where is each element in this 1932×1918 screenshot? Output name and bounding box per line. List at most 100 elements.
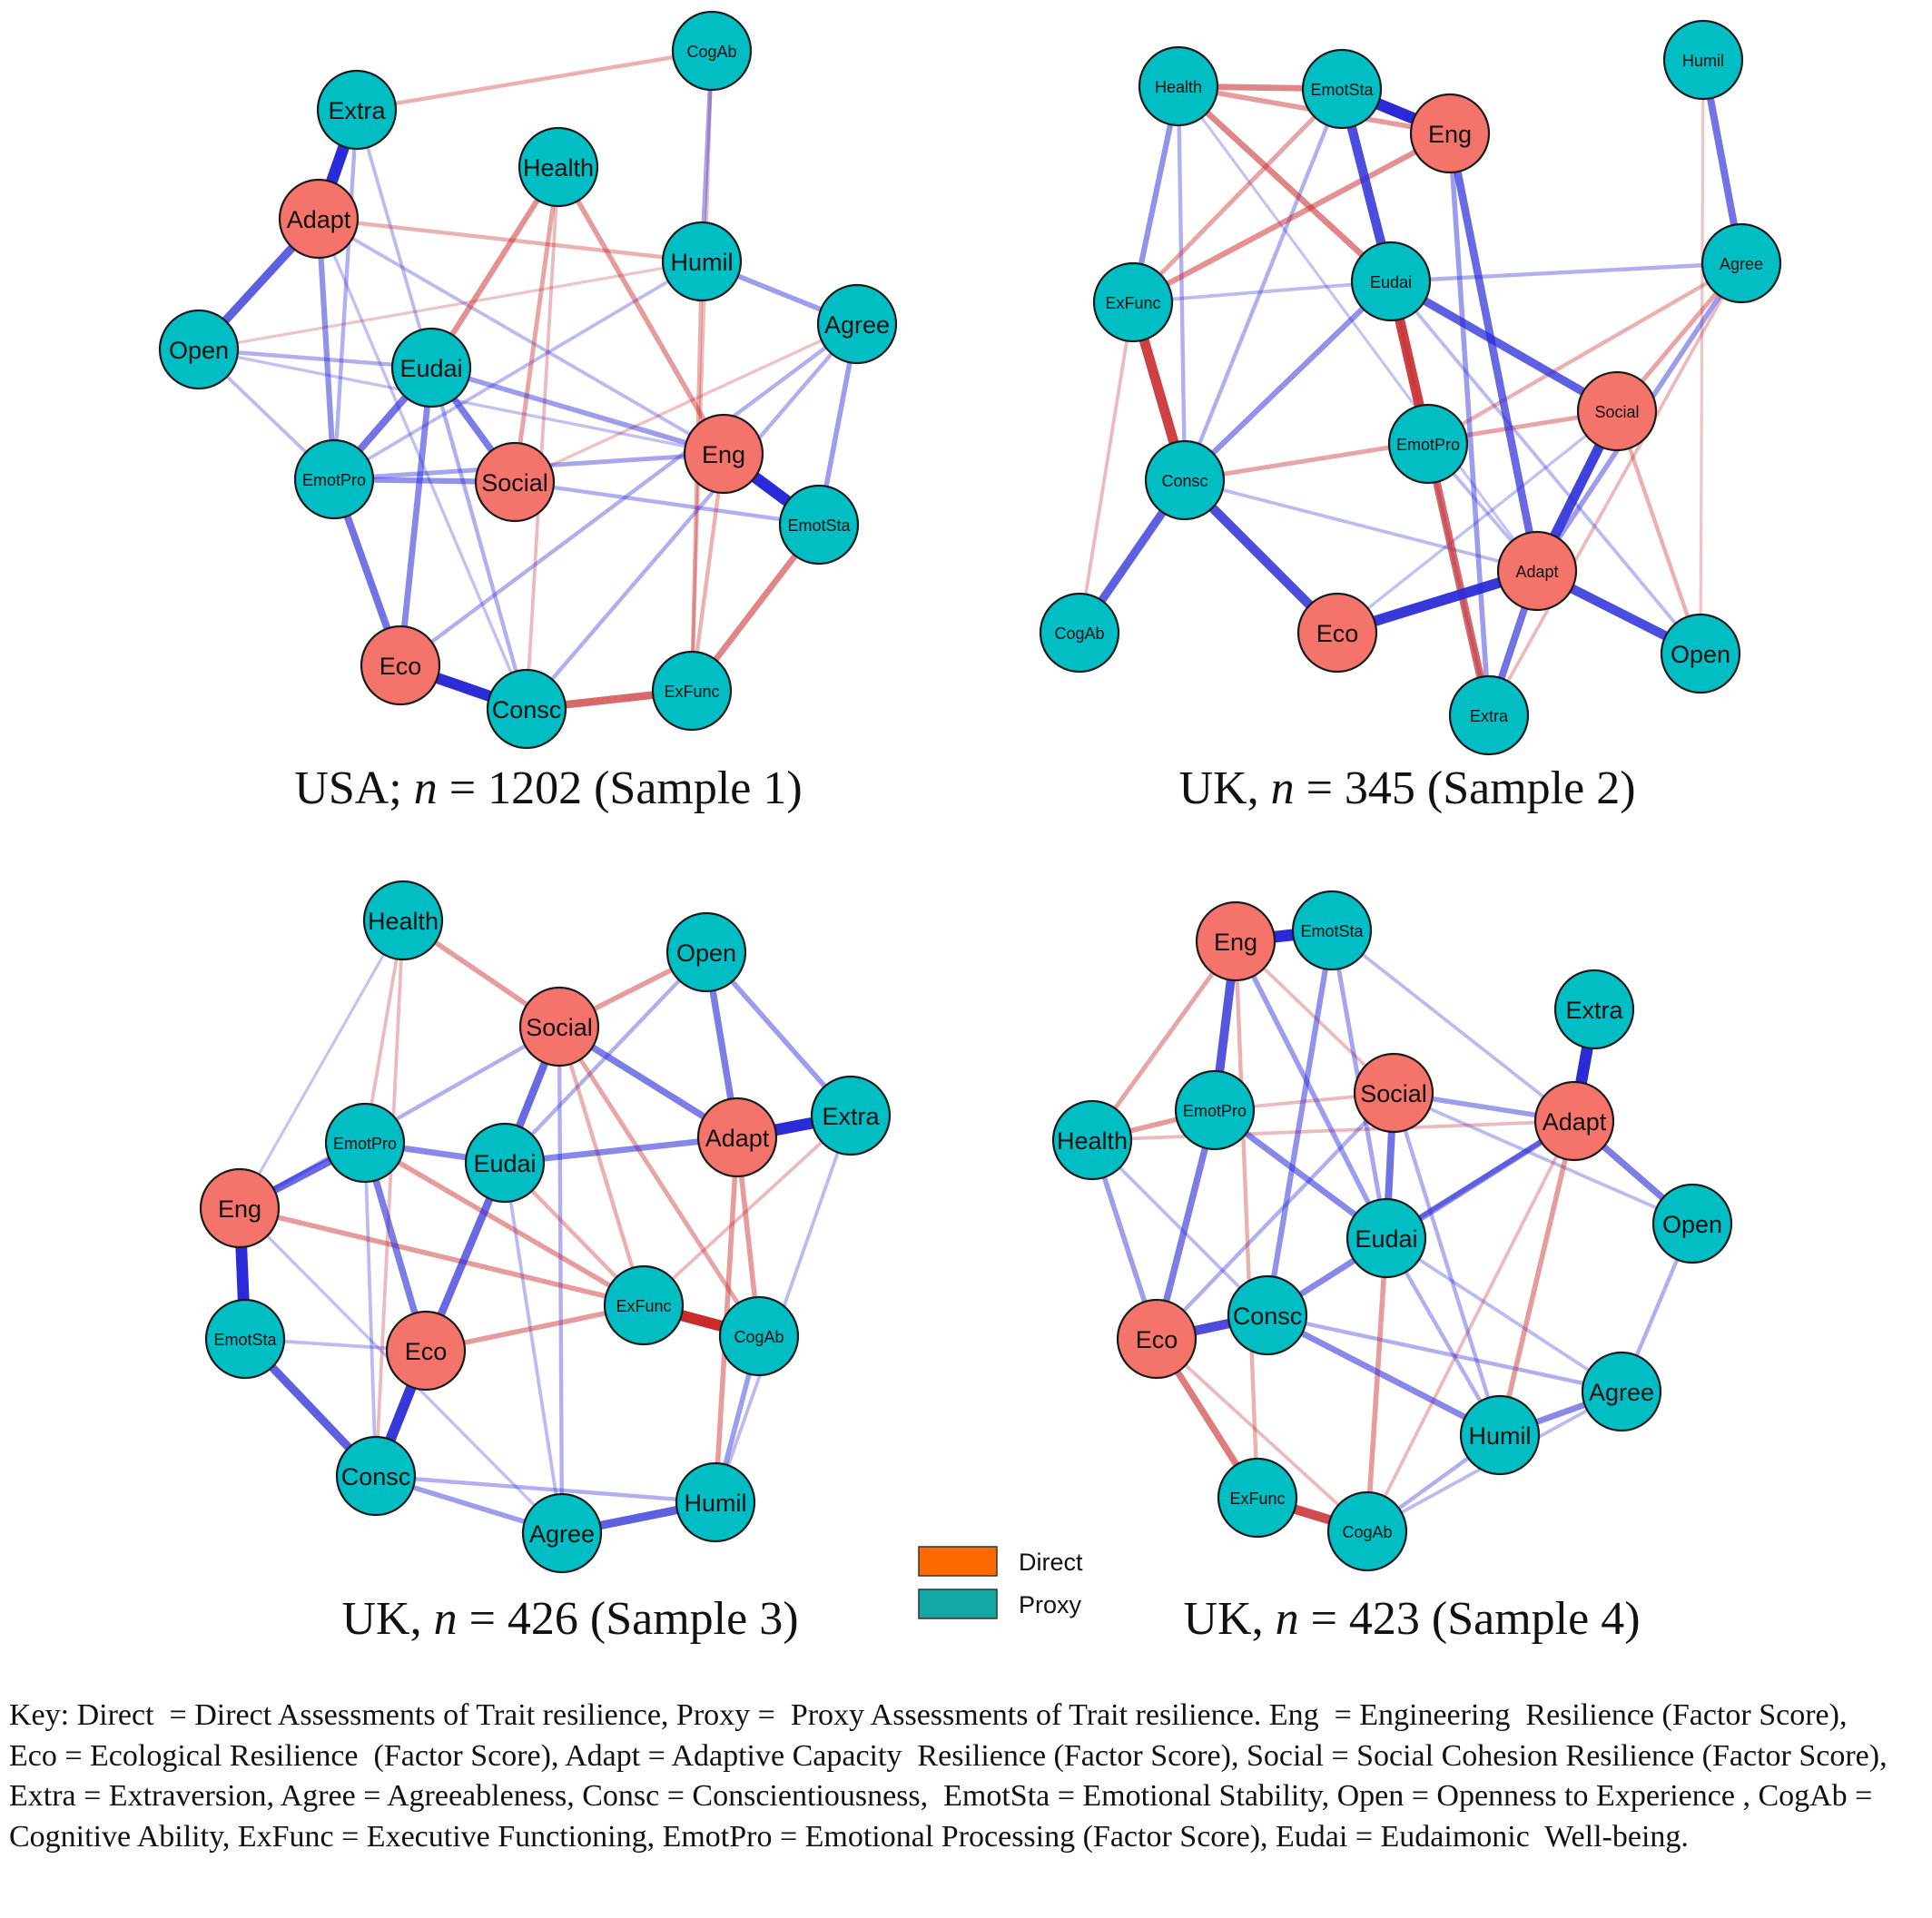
edge-eudai-agree <box>503 1161 564 1535</box>
node-health: Health <box>1051 1099 1133 1181</box>
legend-swatch-direct <box>918 1546 998 1577</box>
edge-health-adapt <box>1177 84 1539 573</box>
edge-consc-humil <box>1264 1312 1503 1439</box>
node-eudai: Eudai <box>390 327 472 408</box>
node-circle <box>1291 890 1373 971</box>
node-circle <box>1346 1197 1427 1279</box>
node-exfunc: ExFunc <box>1092 261 1174 343</box>
caption-suffix: = 426 (Sample 3) <box>458 1593 799 1645</box>
caption-prefix: UK, <box>1178 762 1270 814</box>
node-circle <box>1353 1052 1434 1134</box>
node-label: Eng <box>702 441 745 468</box>
node-label: EmotSta <box>1300 922 1364 940</box>
node-label: EmotSta <box>787 516 851 535</box>
node-label: Social <box>481 469 548 497</box>
node-label: CogAb <box>686 43 736 61</box>
node-circle <box>521 1492 603 1574</box>
node-label: Humil <box>1468 1422 1531 1450</box>
node-exfunc: ExFunc <box>651 650 733 732</box>
node-social: Social <box>1576 370 1658 452</box>
node-label: Agree <box>529 1520 595 1548</box>
network-panel-sample-1: CogAbExtraHealthAdaptHumilAgreeOpenEudai… <box>158 10 898 814</box>
node-label: Humil <box>684 1490 746 1517</box>
node-eng: Eng <box>199 1167 281 1249</box>
edge-eudai-agree <box>1388 261 1744 284</box>
node-eco: Eco <box>385 1310 467 1392</box>
node-circle <box>1144 439 1226 521</box>
edge-social-cogab <box>557 1024 762 1339</box>
node-cogab: CogAb <box>671 10 753 92</box>
node-circle <box>1301 48 1383 130</box>
node-circle <box>1296 592 1378 674</box>
edge-eco-agree <box>398 321 860 668</box>
node-circle <box>665 911 747 993</box>
edge-exfunc-eudai <box>1131 280 1393 304</box>
edge-health-eng <box>556 164 726 457</box>
edge-adapt-cogab <box>1365 1119 1576 1533</box>
node-circle <box>1227 1274 1308 1356</box>
edge-eudai-open <box>1389 280 1702 655</box>
node-emotpro: EmotPro <box>1174 1069 1256 1151</box>
node-circle <box>1660 613 1741 694</box>
edge-agree-extra <box>1487 261 1743 717</box>
node-label: ExFunc <box>664 683 719 701</box>
node-circle <box>360 625 441 706</box>
edge-agree-consc <box>524 321 860 712</box>
node-emotsta: EmotSta <box>1301 48 1383 130</box>
node-adapt: Adapt <box>1533 1080 1615 1162</box>
edge-emotsta-consc <box>1264 927 1336 1319</box>
edge-eco-social <box>1336 409 1619 634</box>
node-agree: Agree <box>816 283 898 365</box>
edge-adapt-emotpro <box>315 215 338 483</box>
node-label: Agree <box>1589 1379 1654 1406</box>
edge-eudai-eng <box>429 365 726 457</box>
caption-suffix: = 345 (Sample 2) <box>1295 762 1636 814</box>
node-circle <box>158 309 240 390</box>
node-label: Health <box>1155 78 1202 96</box>
node-circle <box>1350 241 1432 322</box>
node-social: Social <box>518 986 600 1067</box>
node-eco: Eco <box>1116 1298 1198 1380</box>
node-label: Open <box>1671 641 1730 668</box>
node-cogab: CogAb <box>718 1295 800 1377</box>
node-circle <box>778 484 860 566</box>
node-circle <box>464 1122 546 1204</box>
node-circle <box>199 1167 281 1249</box>
node-label: Adapt <box>1543 1108 1607 1136</box>
node-circle <box>390 327 472 408</box>
node-label: CogAb <box>1054 625 1104 643</box>
node-label: Eng <box>218 1195 261 1223</box>
edge-health-adapt <box>1090 1119 1576 1142</box>
edge-open-eng <box>197 348 725 456</box>
edge-eudai-social <box>1386 277 1622 416</box>
node-label: Adapt <box>287 206 351 233</box>
node-label: Open <box>676 939 736 967</box>
node-adapt: Adapt <box>696 1097 778 1178</box>
node-eng: Eng <box>1195 900 1276 982</box>
node-circle <box>651 650 733 732</box>
node-extra: Extra <box>1448 674 1530 756</box>
edge-health-consc <box>1090 1138 1269 1317</box>
node-social: Social <box>1353 1052 1434 1134</box>
node-circle <box>661 221 743 302</box>
edge-exfunc-eng <box>1129 130 1454 306</box>
edge-consc-eudai <box>1181 278 1395 484</box>
node-label: Health <box>1057 1127 1128 1155</box>
node-emotsta: EmotSta <box>204 1298 286 1380</box>
node-circle <box>1409 93 1491 174</box>
node-label: Extra <box>822 1103 880 1130</box>
node-label: Extra <box>328 97 386 124</box>
node-label: Eudai <box>473 1150 536 1177</box>
legend-swatch-proxy <box>918 1588 998 1619</box>
edge-consc-eudai <box>429 365 529 712</box>
edge-eng-extra <box>1447 131 1492 718</box>
node-label: CogAb <box>734 1328 784 1346</box>
node-label: Eco <box>380 653 422 680</box>
node-label: Agree <box>1720 255 1763 273</box>
caption-suffix: = 423 (Sample 4) <box>1299 1593 1641 1645</box>
node-label: Eco <box>1136 1326 1178 1353</box>
node-label: Eco <box>1316 620 1359 647</box>
node-label: ExFunc <box>1229 1490 1285 1508</box>
node-label: Social <box>1360 1080 1427 1107</box>
